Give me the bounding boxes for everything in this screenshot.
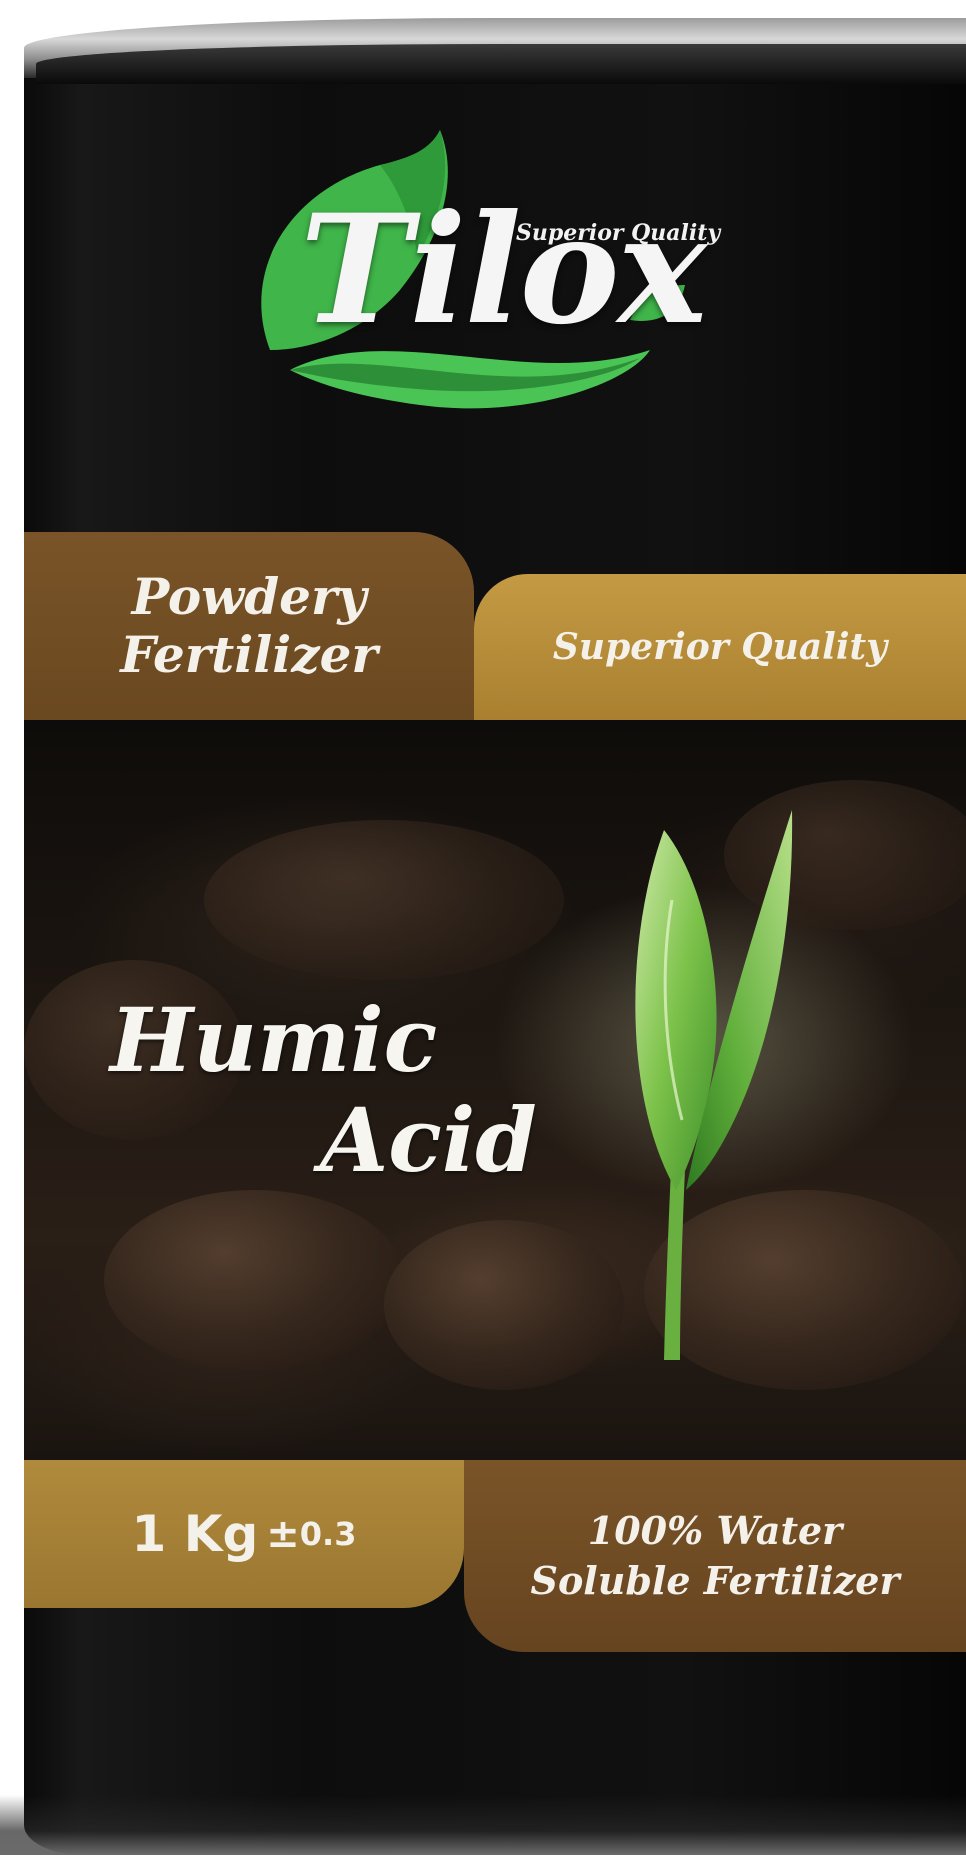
solubility-line-1: 100% Water xyxy=(587,1508,843,1553)
can-base-shadow xyxy=(0,1795,966,1855)
brand-name: Tilox xyxy=(300,182,707,358)
leaf-icon xyxy=(261,130,685,409)
soil-clod xyxy=(24,960,244,1140)
soil-clod xyxy=(384,1220,624,1390)
form-line-2: Fertilizer xyxy=(120,625,378,684)
brand-tagline: Superior Quality xyxy=(516,220,721,246)
weight-value: 1 Kg xyxy=(131,1505,259,1563)
seedling-icon xyxy=(635,810,793,1360)
quality-text: Superior Quality xyxy=(552,626,888,668)
brand-logo: Tilox Superior Quality xyxy=(230,120,750,440)
form-line-1: Powdery xyxy=(131,567,367,626)
soil-clod xyxy=(204,820,564,980)
solubility-line-2: Soluble Fertilizer xyxy=(530,1558,900,1603)
can-rim-shadow xyxy=(36,44,966,84)
weight-tolerance-sign: ± xyxy=(266,1511,300,1557)
solubility-band: 100% Water Soluble Fertilizer xyxy=(464,1460,966,1652)
soil-clod xyxy=(644,1190,964,1390)
form-band: Powdery Fertilizer xyxy=(24,532,474,720)
soil-clod xyxy=(104,1190,404,1370)
weight-tolerance: 0.3 xyxy=(299,1515,357,1553)
quality-band: Superior Quality xyxy=(474,574,966,720)
product-name: Humic Acid xyxy=(110,990,630,1190)
product-name-line-2: Acid xyxy=(320,1088,537,1192)
soil-seedling-photo xyxy=(24,720,966,1460)
product-name-line-1: Humic xyxy=(110,988,438,1092)
weight-band: 1 Kg ± 0.3 xyxy=(24,1460,464,1608)
